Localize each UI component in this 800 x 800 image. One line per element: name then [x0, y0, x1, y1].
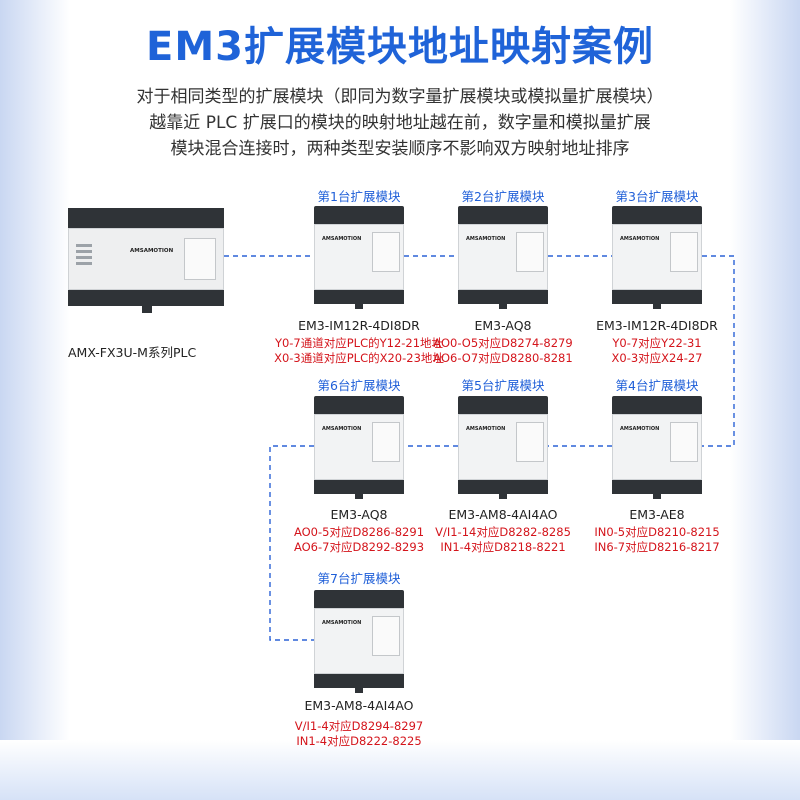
module-3-address-2: X0-3对应X24-27: [611, 351, 703, 365]
module-2-model: EM3-AQ8: [474, 318, 532, 333]
module-6-device: AMSAMOTION: [314, 396, 404, 499]
module-3-address-1: Y0-7对应Y22-31: [612, 336, 702, 350]
module-brand-logo: AMSAMOTION: [620, 236, 660, 242]
link-m3-m4: [702, 255, 735, 447]
module-5-caption: 第5台扩展模块: [461, 378, 545, 393]
module-1-address-2: X0-3通道对应PLC的X20-23地址: [274, 351, 444, 365]
module-4-model: EM3-AE8: [629, 507, 685, 522]
module-7-address-2: IN1-4对应D8222-8225: [296, 734, 422, 748]
module-2-address-2: AO6-O7对应D8280-8281: [433, 351, 573, 365]
module-6-model: EM3-AQ8: [330, 507, 388, 522]
module-2-device: AMSAMOTION: [458, 206, 548, 309]
module-7-caption: 第7台扩展模块: [317, 571, 401, 586]
page-title: EM3扩展模块地址映射案例: [146, 24, 654, 70]
plc-device: AMSAMOTION: [68, 208, 224, 316]
module-6-address-1: AO0-5对应D8286-8291: [293, 525, 425, 539]
module-2-caption: 第2台扩展模块: [461, 189, 545, 204]
right-edge-gradient: [730, 0, 800, 800]
description-line-1: 对于相同类型的扩展模块（即同为数字量扩展模块或模拟量扩展模块）: [136, 87, 664, 107]
description-line-2: 越靠近 PLC 扩展口的模块的映射地址越在前，数字量和模拟量扩展: [149, 113, 651, 133]
bottom-gradient: [0, 740, 800, 800]
module-4-caption: 第4台扩展模块: [615, 378, 699, 393]
module-5-model: EM3-AM8-4AI4AO: [448, 507, 558, 522]
module-5-device: AMSAMOTION: [458, 396, 548, 499]
module-brand-logo: AMSAMOTION: [466, 236, 506, 242]
module-4-address-2: IN6-7对应D8216-8217: [594, 540, 720, 554]
plc-label: AMX-FX3U-M系列PLC: [68, 345, 197, 360]
module-1-device: AMSAMOTION: [314, 206, 404, 309]
module-4-address-1: IN0-5对应D8210-8215: [594, 525, 720, 539]
module-1-caption: 第1台扩展模块: [317, 189, 401, 204]
module-1-address-1: Y0-7通道对应PLC的Y12-21地址: [274, 336, 444, 350]
module-brand-logo: AMSAMOTION: [466, 426, 506, 432]
module-brand-logo: AMSAMOTION: [620, 426, 660, 432]
module-3-model: EM3-IM12R-4DI8DR: [596, 318, 718, 333]
module-5-address-1: V/I1-14对应D8282-8285: [435, 525, 571, 539]
link-m6-m7: [269, 445, 314, 641]
module-2-address-1: AO0-O5对应D8274-8279: [433, 336, 573, 350]
module-6-address-2: AO6-7对应D8292-8293: [293, 540, 425, 554]
led-indicators: [76, 244, 92, 268]
module-brand-logo: AMSAMOTION: [322, 426, 362, 432]
module-4-device: AMSAMOTION: [612, 396, 702, 499]
module-brand-logo: AMSAMOTION: [322, 620, 362, 626]
description-line-3: 模块混合连接时，两种类型安装顺序不影响双方映射地址排序: [170, 139, 630, 159]
module-7-model: EM3-AM8-4AI4AO: [304, 698, 414, 713]
left-edge-gradient: [0, 0, 70, 800]
module-5-address-2: IN1-4对应D8218-8221: [440, 540, 566, 554]
module-3-device: AMSAMOTION: [612, 206, 702, 309]
plc-brand-logo: AMSAMOTION: [130, 248, 174, 254]
module-brand-logo: AMSAMOTION: [322, 236, 362, 242]
module-3-caption: 第3台扩展模块: [615, 189, 699, 204]
module-1-model: EM3-IM12R-4DI8DR: [298, 318, 420, 333]
module-7-address-1: V/I1-4对应D8294-8297: [294, 719, 424, 733]
module-7-device: AMSAMOTION: [314, 590, 404, 693]
module-6-caption: 第6台扩展模块: [317, 378, 401, 393]
